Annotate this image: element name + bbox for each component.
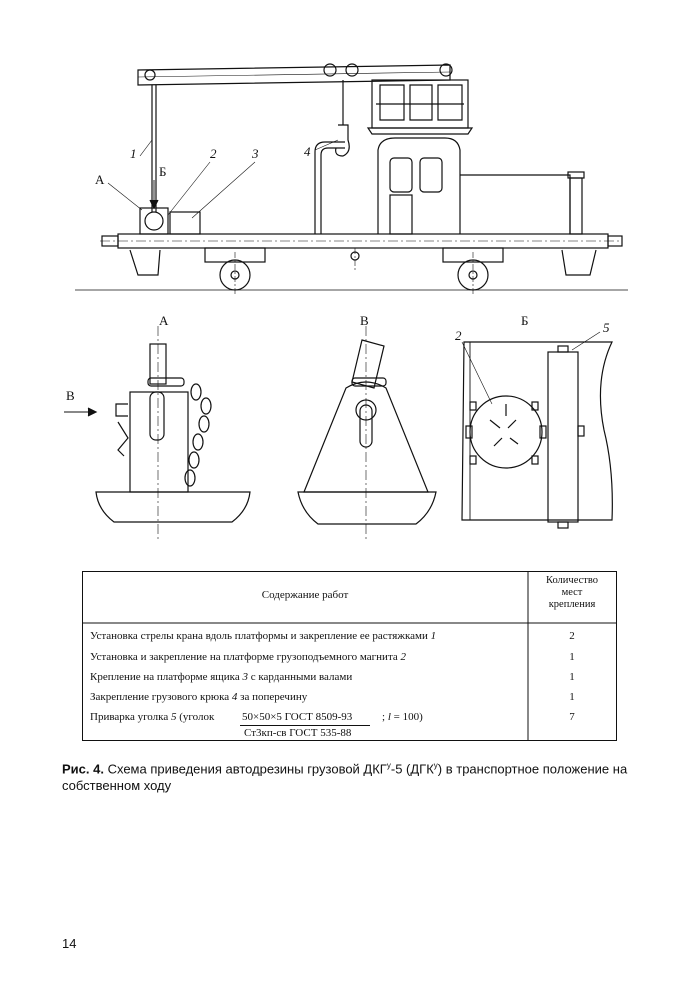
detail-b-callout-5: 5 [603,320,610,335]
fraction-suffix: ; l = 100) [382,711,423,723]
callout-3: 3 [251,146,259,161]
row-work-text: Крепление на платформе ящика [90,671,243,683]
detail-b-callout-2: 2 [455,328,462,343]
fraction-numerator: 50×50×5 ГОСТ 8509-93 [242,711,353,723]
works-table-grid [82,571,617,741]
detail-a-post [129,391,189,493]
caption-sup-1: у [386,761,391,770]
box-3 [169,211,201,235]
caption-prefix: Рис. 4. [62,761,104,777]
magnet-2 [144,211,164,231]
row-work-text: Установка стрелы крана вдоль платформы и… [90,630,431,642]
detail-b-angle-5 [547,351,579,523]
row-work-tail: с карданными валами [247,671,353,683]
row-work-tail: (уголок [176,711,215,723]
detail-arrow-label: В [66,388,75,403]
fraction-denominator: Ст3кп-св ГОСТ 535-88 [244,727,352,739]
cab [377,137,461,234]
caption-text-2: -5 (ДГК [390,761,434,777]
table-row: Закрепление грузового крюка 4 за попереч… [90,691,307,703]
detail-a-title: А [159,313,169,328]
table-row: Крепление на платформе ящика 3 с карданн… [90,671,352,683]
table-header-qty-line3: крепления [548,599,596,610]
detail-b-title: Б [521,313,528,328]
table-header-work: Содержание работ [261,589,349,601]
table-row: Установка и закрепление на платформе гру… [90,651,406,663]
row-ref: 4 [231,691,238,703]
detail-a-chain [184,383,212,487]
row-qty: 2 [569,630,575,642]
fraction-bar [240,725,370,726]
label-B-main: Б [159,164,166,179]
crane-boom [137,64,451,86]
table-header-qty: Количество мест крепления [528,575,616,611]
row-qty: 1 [569,691,575,703]
label-A-main: А [95,172,105,187]
detail-v-base [297,491,437,525]
fraction-suffix-post: = 100) [390,711,423,723]
row-ref: 5 [170,711,177,723]
caption-sup-2: у [433,761,438,770]
detail-b-plate [461,341,613,521]
detail-v-title: В [360,313,369,328]
detail-v-bracket [303,381,429,493]
table-header-qty-line2: мест [561,587,583,598]
table-header-qty-line1: Количество [545,575,599,586]
callout-4: 4 [304,144,311,159]
detail-b-magnet [469,395,543,469]
row-work-text: Приварка уголка [90,711,171,723]
callout-2: 2 [210,146,217,161]
detail-a-base [95,491,251,523]
row-ref: 1 [430,630,437,642]
row-work-text: Установка и закрепление на платформе гру… [90,651,401,663]
row-work-text: Закрепление грузового крюка [90,691,232,703]
caption-text-3: ) в транспортное положение на собственно… [62,761,628,794]
figure-caption: Рис. 4. Схема приведения автодрезины гру… [62,757,638,794]
row-ref: 2 [400,651,407,663]
fraction-suffix-pre: ; [382,711,388,723]
caption-text-1: Схема приведения автодрезины грузовой ДК… [103,761,387,777]
callout-1: 1 [130,146,137,161]
technical-drawing: А Б 1 2 3 4 А В Б В 2 5 [64,63,628,540]
row-qty: 1 [569,671,575,683]
row-work-tail: за поперечину [237,691,308,703]
table-row: Установка стрелы крана вдоль платформы и… [90,630,436,642]
fraction-suffix-var: l [387,711,391,723]
row-qty: 7 [569,711,575,723]
page-number: 14 [62,936,77,951]
table-row: Приварка уголка 5 (уголок [90,711,214,723]
crane-hook [335,124,350,157]
row-ref: 3 [242,671,248,683]
row-qty: 1 [569,651,575,663]
